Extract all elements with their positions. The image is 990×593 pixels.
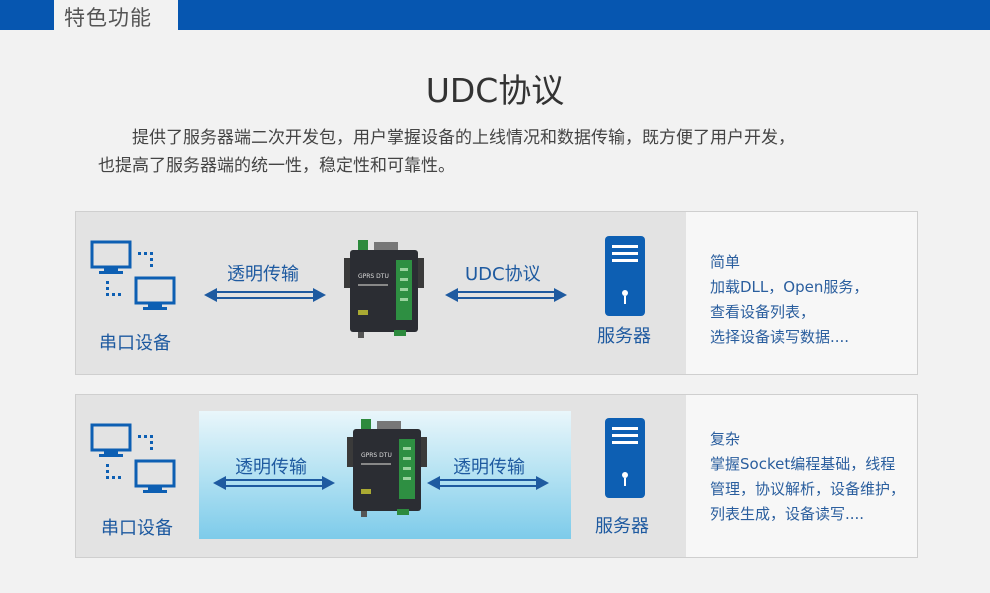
server-label: 服务器 — [595, 516, 649, 537]
notes-line: 掌握Socket编程基础，线程 — [710, 455, 896, 473]
right-link-label: 透明传输 — [453, 457, 525, 478]
notes-line: 查看设备列表， — [710, 303, 816, 321]
serial-device-label: 串口设备 — [101, 518, 173, 539]
notes-panel: 简单 加载DLL，Open服务， 查看设备列表， 选择设备读写数据.... — [686, 212, 917, 374]
double-arrow-icon — [204, 288, 326, 302]
section-tab — [44, 0, 178, 30]
left-link-label: 透明传输 — [227, 264, 299, 285]
notes-line: 选择设备读写数据.... — [710, 328, 850, 346]
serial-device-label: 串口设备 — [99, 333, 171, 354]
intro-line-2: 也提高了服务器端的统一性，稳定性和可靠性。 — [98, 156, 455, 176]
monitor-icon — [90, 423, 176, 493]
dtu-device-icon: GPRS DTU — [344, 240, 424, 338]
server-icon — [605, 418, 645, 498]
double-arrow-icon — [445, 288, 567, 302]
section-tab-accent — [44, 0, 54, 30]
device-model-text: GPRS DTU — [358, 273, 389, 280]
transparent-panel: 串口设备 透明传输 GPRS DTU 透明传输 服务器 — [75, 394, 918, 558]
intro-text: 提供了服务器端二次开发包，用户掌握设备的上线情况和数据传输，既方便了用户开发， … — [98, 124, 918, 180]
double-arrow-icon — [427, 476, 549, 490]
device-model-text: GPRS DTU — [361, 452, 392, 459]
section-title: 特色功能 — [64, 6, 152, 30]
notes-panel: 复杂 掌握Socket编程基础，线程 管理，协议解析，设备维护， 列表生成，设备… — [686, 395, 917, 557]
notes-heading: 复杂 — [710, 430, 741, 448]
notes-heading: 简单 — [710, 253, 741, 271]
notes-line: 管理，协议解析，设备维护， — [710, 480, 906, 498]
intro-line-1: 提供了服务器端二次开发包，用户掌握设备的上线情况和数据传输，既方便了用户开发， — [132, 128, 795, 148]
notes-line: 列表生成，设备读写.... — [710, 505, 865, 523]
right-link-label: UDC协议 — [465, 264, 541, 285]
dtu-device-icon: GPRS DTU — [347, 419, 427, 517]
notes-text: 复杂 掌握Socket编程基础，线程 管理，协议解析，设备维护， 列表生成，设备… — [710, 427, 905, 527]
notes-text: 简单 加载DLL，Open服务， 查看设备列表， 选择设备读写数据.... — [710, 250, 868, 350]
monitor-icon — [90, 240, 176, 310]
left-link-label: 透明传输 — [235, 457, 307, 478]
server-icon — [605, 236, 645, 316]
page-title: UDC协议 — [425, 71, 565, 110]
notes-line: 加载DLL，Open服务， — [710, 278, 869, 296]
double-arrow-icon — [213, 476, 335, 490]
server-label: 服务器 — [597, 326, 651, 347]
udc-protocol-panel: 串口设备 透明传输 GPRS DTU UDC协议 服务器 — [75, 211, 918, 375]
